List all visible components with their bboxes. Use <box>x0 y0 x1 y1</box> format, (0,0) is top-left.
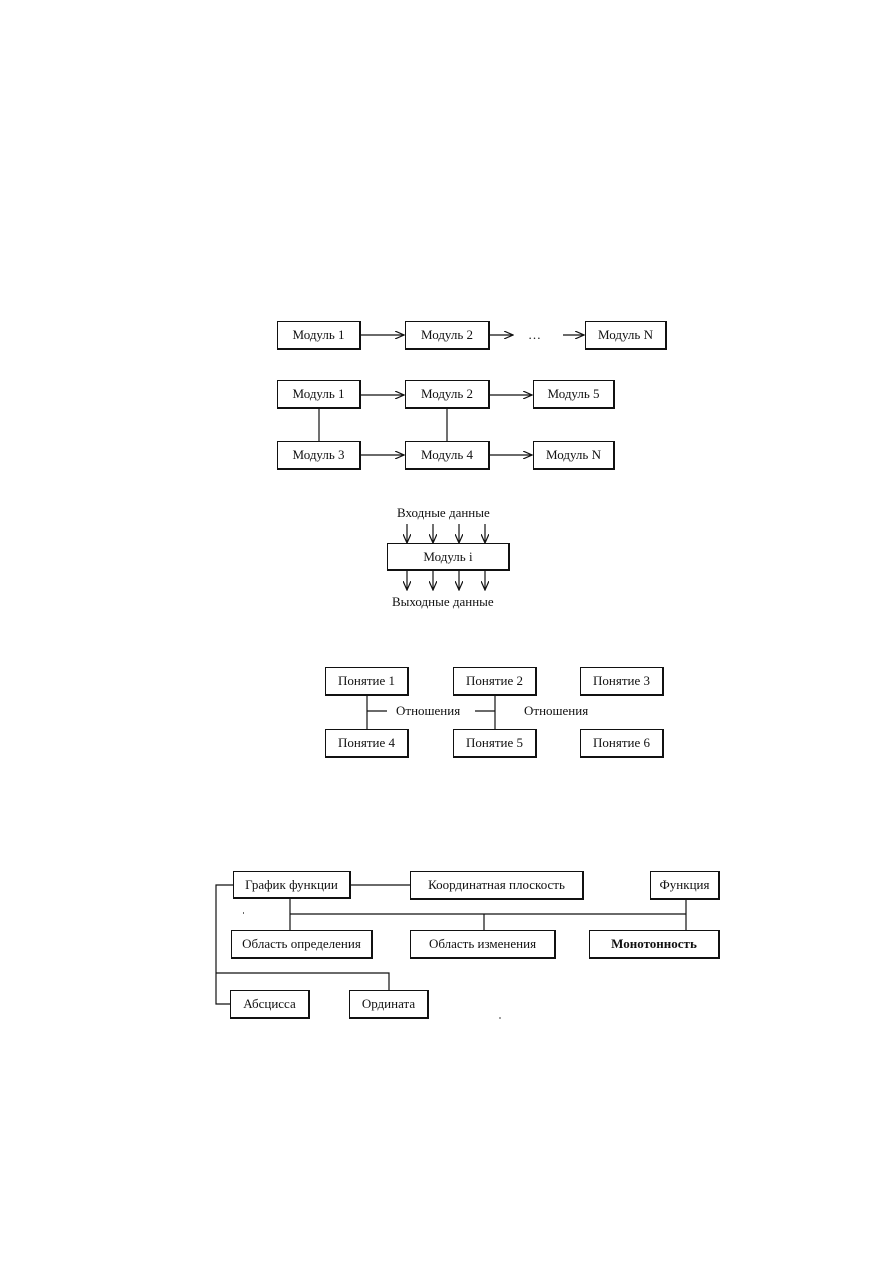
d2-module-1: Модуль 1 <box>277 380 361 409</box>
output-data-label: Выходные данные <box>392 594 494 609</box>
concept-4-label: Понятие 4 <box>338 735 395 750</box>
concept-2: Понятие 2 <box>453 667 537 696</box>
node-function: Функция <box>650 871 720 900</box>
d2-module-n-label: Модуль N <box>546 447 601 462</box>
d2-module-3-label: Модуль 3 <box>292 447 345 462</box>
relation-label-1: Отношения <box>396 703 461 718</box>
concept-3: Понятие 3 <box>580 667 664 696</box>
d2-module-5: Модуль 5 <box>533 380 615 409</box>
d1-module-2: Модуль 2 <box>405 321 490 350</box>
d1-ellipsis: … <box>528 327 541 342</box>
node-domain-label: Область определения <box>242 936 361 951</box>
d2-module-1-label: Модуль 1 <box>292 386 345 401</box>
node-graph-function-label: График функции <box>245 876 338 892</box>
node-domain: Область определения <box>231 930 373 959</box>
concept-5: Понятие 5 <box>453 729 537 758</box>
node-abscissa: Абсцисса <box>230 990 310 1019</box>
node-coordinate-plane-label: Координатная плоскость <box>428 877 565 892</box>
d2-module-2-label: Модуль 2 <box>420 386 474 401</box>
node-ordinate-label: Ордината <box>361 996 416 1011</box>
node-abscissa-label: Абсцисса <box>243 996 296 1011</box>
d2-module-5-label: Модуль 5 <box>547 386 600 401</box>
node-graph-function: График функции <box>233 871 351 899</box>
concept-6-label: Понятие 6 <box>593 735 650 750</box>
node-function-label: Функция <box>659 877 710 892</box>
d2-module-4: Модуль 4 <box>405 441 490 470</box>
d2-module-3: Модуль 3 <box>277 441 361 470</box>
d3-module-i: Модуль i <box>387 543 510 571</box>
d2-module-n: Модуль N <box>533 441 615 470</box>
node-ordinate: Ордината <box>349 990 429 1019</box>
concept-4: Понятие 4 <box>325 729 409 758</box>
node-range: Область изменения <box>410 930 556 959</box>
d2-module-2: Модуль 2 <box>405 380 490 409</box>
node-range-label: Область изменения <box>428 936 537 951</box>
concept-1: Понятие 1 <box>325 667 409 696</box>
concept-5-label: Понятие 5 <box>466 735 523 750</box>
concept-3-label: Понятие 3 <box>593 673 650 688</box>
d3-module-i-label: Модуль i <box>423 548 473 564</box>
concept-1-label: Понятие 1 <box>338 673 395 688</box>
node-monotonicity-label: Монотонность <box>611 936 697 951</box>
d1-module-2-label: Модуль 2 <box>420 327 474 342</box>
d1-module-1-label: Модуль 1 <box>292 327 345 342</box>
d1-module-1: Модуль 1 <box>277 321 361 350</box>
link-ordinate-bracket <box>216 972 390 990</box>
concept-6: Понятие 6 <box>580 729 664 758</box>
relation-label-2: Отношения <box>524 703 589 718</box>
d1-module-n: Модуль N <box>585 321 667 350</box>
input-data-label: Входные данные <box>397 505 490 520</box>
node-monotonicity: Монотонность <box>589 930 720 959</box>
concept-2-label: Понятие 2 <box>466 673 523 688</box>
node-coordinate-plane: Координатная плоскость <box>410 871 584 900</box>
d1-module-n-label: Модуль N <box>598 327 653 342</box>
d2-module-4-label: Модуль 4 <box>420 447 474 462</box>
